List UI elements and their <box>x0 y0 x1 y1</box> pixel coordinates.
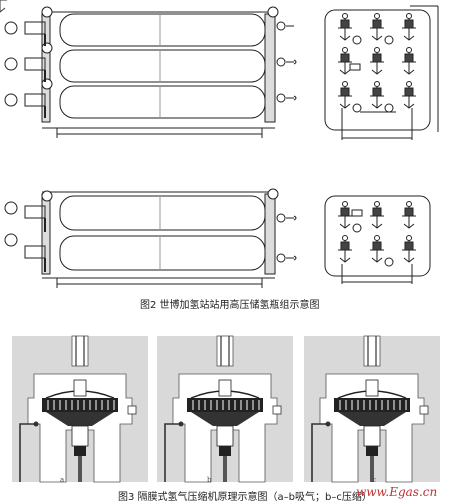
valve-cluster <box>0 0 7 13</box>
watermark: www.Egas.cn <box>356 485 438 499</box>
figure2-diagram <box>0 0 439 288</box>
figure3-caption: 图3 隔膜式氢气压缩机原理示意图（a–b吸气；b–c压缩） <box>118 492 372 503</box>
stage-label-a: a <box>60 476 65 484</box>
top-cylinder-bank <box>4 6 297 138</box>
compressor-stage-b <box>156 335 294 483</box>
stage-label-c: c <box>372 476 376 484</box>
compressor-stage-a <box>11 335 149 483</box>
bottom-end-view <box>324 195 431 284</box>
top-end-view <box>0 0 439 140</box>
compressor-stage-c <box>303 335 441 483</box>
figure2-caption: 图2 世博加氢站站用高压储氢瓶组示意图 <box>140 300 320 311</box>
stage-label-b: b <box>207 476 212 484</box>
bottom-cylinder-bank <box>4 188 297 288</box>
